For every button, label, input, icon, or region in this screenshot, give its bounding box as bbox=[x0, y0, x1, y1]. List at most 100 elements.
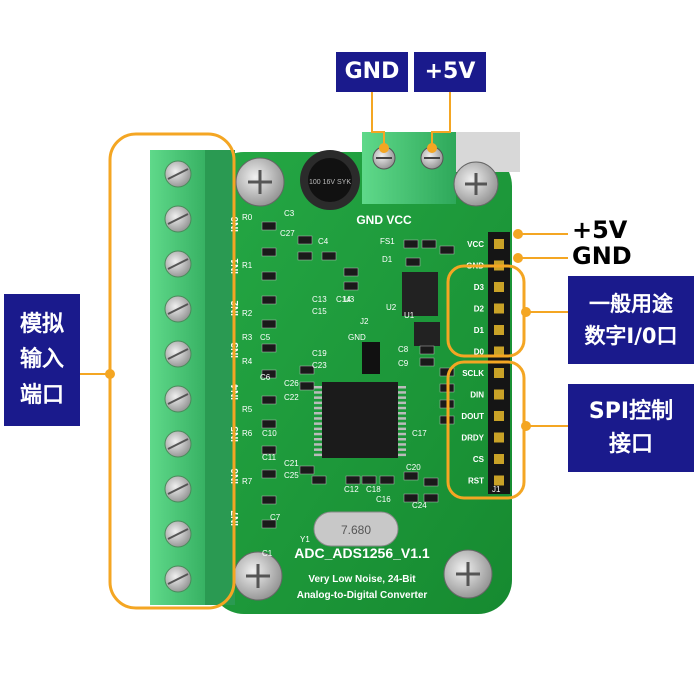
smd-part bbox=[261, 419, 277, 429]
header-name: J1 bbox=[492, 485, 501, 494]
crystal bbox=[313, 511, 399, 547]
component-label: FS1 bbox=[380, 237, 395, 246]
chip-pin bbox=[314, 401, 322, 405]
chip-pin bbox=[314, 438, 322, 441]
mount-screw-bl bbox=[233, 551, 283, 601]
vcc-top-label: +5V bbox=[414, 52, 486, 92]
power-terminal-block bbox=[362, 132, 456, 204]
gnd-right-label: GND bbox=[572, 242, 632, 270]
analog-terminal-screw bbox=[164, 160, 192, 188]
smd-part bbox=[403, 493, 419, 503]
component-label: R5 bbox=[242, 405, 253, 414]
component-label: C13 bbox=[312, 295, 327, 304]
smd-part bbox=[261, 319, 277, 329]
analog-terminal-screw bbox=[164, 385, 192, 413]
header-label: VCC bbox=[467, 240, 484, 249]
digital-io-line-2: 数字I/0口 bbox=[584, 324, 678, 348]
component-label: C4 bbox=[318, 237, 329, 246]
component-label: C3 bbox=[284, 209, 295, 218]
smd-part bbox=[439, 245, 455, 255]
component-label: C1 bbox=[262, 549, 273, 558]
mount-screw-tr bbox=[453, 161, 499, 207]
header-label: CS bbox=[473, 455, 485, 464]
chip-pin bbox=[314, 417, 322, 420]
chip-pin bbox=[314, 443, 322, 446]
component-label: C5 bbox=[260, 333, 271, 342]
smd-part bbox=[261, 445, 277, 455]
spi-line-1: SPI控制 bbox=[588, 398, 674, 424]
component-label: C24 bbox=[412, 501, 427, 510]
smd-part bbox=[405, 257, 421, 267]
header-label: SCLK bbox=[462, 369, 484, 378]
chip-pin bbox=[314, 386, 322, 389]
component-label: C12 bbox=[344, 485, 359, 494]
component-label: C7 bbox=[270, 513, 281, 522]
smd-part bbox=[403, 471, 419, 481]
vcc-right-label: +5V bbox=[572, 216, 628, 244]
component-label: C26 bbox=[284, 379, 299, 388]
smd-part bbox=[423, 477, 439, 487]
header-label: D3 bbox=[474, 283, 485, 292]
smd-part bbox=[261, 221, 277, 231]
smd-part bbox=[299, 365, 315, 375]
component-label: C6 bbox=[260, 373, 271, 382]
header-pin bbox=[494, 325, 504, 335]
component-label: C18 bbox=[366, 485, 381, 494]
chip-pin bbox=[398, 391, 406, 394]
component-label: C15 bbox=[312, 307, 327, 316]
component-label: C17 bbox=[412, 429, 427, 438]
analog-line-1: 模拟 bbox=[19, 312, 64, 338]
chip-pin bbox=[398, 432, 406, 436]
component-label: J2 bbox=[360, 317, 369, 326]
jumper-gnd-label: GND bbox=[348, 333, 366, 342]
spi-label: SPI控制 接口 bbox=[568, 384, 694, 472]
component-label: C27 bbox=[280, 229, 295, 238]
header-pin bbox=[494, 475, 504, 486]
smd-part bbox=[361, 475, 377, 485]
header-pin bbox=[494, 389, 504, 400]
header-pin bbox=[494, 282, 504, 292]
adc-chip bbox=[322, 382, 398, 458]
chip-pin bbox=[398, 401, 406, 405]
analog-terminal-screw bbox=[164, 340, 192, 368]
component-label: R1 bbox=[242, 261, 253, 270]
voltage-regulator bbox=[402, 272, 438, 316]
smd-part bbox=[261, 369, 277, 379]
chip-pin bbox=[314, 432, 322, 436]
component-label: C20 bbox=[406, 463, 421, 472]
smd-part bbox=[403, 239, 419, 249]
smd-part bbox=[311, 475, 327, 485]
regulator-u1 bbox=[414, 322, 440, 346]
header-pin bbox=[494, 432, 504, 443]
analog-terminal-screw bbox=[164, 430, 192, 458]
spi-line-2: 接口 bbox=[608, 432, 653, 457]
component-label: U3 bbox=[344, 295, 355, 304]
smd-part bbox=[261, 519, 277, 529]
smd-part bbox=[261, 495, 277, 505]
leader-lines bbox=[80, 82, 568, 431]
smd-part bbox=[261, 395, 277, 405]
smd-part bbox=[419, 345, 435, 355]
analog-terminal-screw bbox=[164, 295, 192, 323]
header-label: RST bbox=[468, 477, 484, 486]
chip-pin bbox=[398, 448, 406, 451]
smd-part bbox=[261, 271, 277, 281]
component-label: C16 bbox=[376, 495, 391, 504]
header-label: DRDY bbox=[461, 434, 484, 443]
component-label: C25 bbox=[284, 471, 299, 480]
chip-pin bbox=[398, 438, 406, 441]
component-label: R7 bbox=[242, 477, 253, 486]
component-label: C11 bbox=[262, 453, 277, 462]
smd-part bbox=[261, 295, 277, 305]
header-pin bbox=[494, 368, 504, 378]
header-pin bbox=[494, 346, 504, 357]
header-pin bbox=[494, 239, 504, 249]
digital-io-label: 一般用途 数字I/0口 bbox=[568, 276, 694, 364]
analog-terminal-screw bbox=[164, 520, 192, 548]
chip-pin bbox=[398, 386, 406, 389]
header-label: DOUT bbox=[461, 412, 484, 421]
component-label: C10 bbox=[262, 429, 277, 438]
chip-pin bbox=[398, 412, 406, 415]
smd-part bbox=[321, 251, 337, 261]
header-label: D2 bbox=[474, 305, 485, 314]
